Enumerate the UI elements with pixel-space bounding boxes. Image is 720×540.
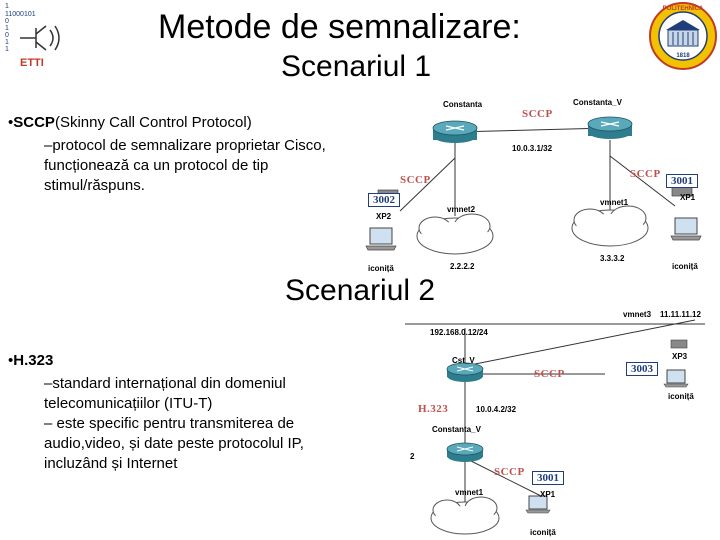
binary-row: 11000101 [5, 11, 36, 18]
softphone-bottom-label: iconiță [530, 528, 556, 537]
scenario-1-description: –protocol de semnalizare proprietar Cisc… [44, 136, 364, 196]
top-ip-label: 192.168.0.12/24 [430, 328, 488, 337]
description-line: funcționează ca un protocol de tip [44, 157, 269, 174]
sccp-term-expansion: (Skinny Call Control Protocol) [54, 114, 252, 131]
h323-term: H.323 [13, 352, 54, 369]
binary-digit: 0 [5, 18, 9, 25]
sccp-label-left: SCCP [400, 174, 431, 186]
side-mark: 2 [410, 452, 415, 461]
sccp-label-right-2: SCCP [534, 368, 565, 380]
scenario-1-diagram [365, 116, 702, 255]
router-left-label: Constanta [443, 100, 483, 109]
binary-digit: 1 [5, 46, 9, 53]
scenario-2-description: –standard internațional din domeniul tel… [44, 374, 364, 474]
ip-phone-icon [670, 339, 688, 349]
politehnica-logo: POLITEHNICA 1818 [648, 0, 718, 72]
router-link [454, 127, 609, 133]
link-ip-label: 10.0.3.1/32 [512, 144, 553, 153]
bullet-dot: • [8, 114, 14, 131]
net-left-label: 2.2.2.2 [450, 262, 475, 271]
description-line: telecomunicațiilor (ITU-T) [44, 395, 213, 412]
description-line: incluzând și Internet [44, 455, 178, 472]
cloud-icon [430, 496, 500, 535]
phone-number-left: 3002 [368, 193, 400, 207]
softphone-left-label: iconiță [368, 264, 394, 273]
link-bottom-right [464, 457, 546, 499]
description-line: –standard internațional din domeniul [44, 375, 286, 392]
scenario-2-diagram [405, 319, 705, 535]
phone-bottom-name: XP1 [540, 490, 556, 499]
phone-name-left: XP2 [376, 212, 392, 221]
router-icon [446, 442, 484, 462]
sccp-label-bottom: SCCP [494, 466, 525, 478]
softphone-top-label: iconiță [668, 392, 694, 401]
laptop-icon [525, 495, 551, 514]
sccp-label-right: SCCP [630, 168, 661, 180]
cloud-icon [571, 205, 649, 247]
router-bottom-label: Constanta_V [432, 425, 481, 434]
politehnica-seal: POLITEHNICA 1818 [649, 2, 717, 70]
vmnet-left-label: vmnet2 [447, 205, 476, 214]
etti-logo-graphic: 1 11000101 0 1 0 1 1 ETTI [5, 3, 60, 69]
laptop-icon [663, 369, 689, 388]
router-icon [432, 120, 478, 143]
description-line: – este specific pentru transmiterea de [44, 415, 295, 432]
seal-text: POLITEHNICA [663, 6, 704, 12]
sccp-term: SCCP [13, 114, 55, 131]
vmnet-top-label: vmnet3 [623, 310, 652, 319]
description-line: audio,video, și date peste protocolul IP… [44, 435, 304, 452]
binary-digit: 0 [5, 32, 9, 39]
etti-logo-text: ETTI [20, 57, 44, 69]
phone-number-right: 3001 [666, 174, 698, 188]
description-line: –protocol de semnalizare proprietar Cisc… [44, 137, 326, 154]
phone-number-top: 3003 [626, 362, 658, 376]
router-top-label: Cst_V [452, 356, 475, 365]
phone-name-right: XP1 [680, 193, 696, 202]
router-icon [446, 362, 484, 382]
scenario-2-bullet: •H.323 [8, 352, 53, 369]
h323-label: H.323 [418, 403, 449, 415]
scenario-1-bullet: •SCCP(Skinny Call Control Protocol) [8, 114, 252, 131]
router-right-label: Constanta_V [573, 98, 622, 107]
description-line: stimul/răspuns. [44, 177, 145, 194]
vmnet-right-label: vmnet1 [600, 198, 629, 207]
binary-digit: 1 [5, 39, 9, 46]
router-icon [587, 116, 633, 139]
vmnet-bottom-label: vmnet1 [455, 488, 484, 497]
laptop-icon [365, 227, 397, 251]
etti-logo: 1 11000101 0 1 0 1 1 ETTI [2, 0, 72, 70]
scenario-2-heading: Scenariul 2 [285, 274, 436, 307]
phone-number-bottom: 3001 [532, 471, 564, 485]
scenario-1-heading: Scenariul 1 [281, 50, 432, 83]
binary-digit: 1 [5, 25, 9, 32]
link-phone-left [399, 157, 456, 212]
softphone-right-label: iconiță [672, 262, 698, 271]
seal-year: 1818 [676, 53, 690, 59]
vmnet-top-ip-label: 11.11.11.12 [660, 310, 701, 319]
phone-top-name: XP3 [672, 352, 688, 361]
link-ip-label-2: 10.0.4.2/32 [476, 405, 517, 414]
net-right-label: 3.3.3.2 [600, 254, 625, 263]
bullet-dot: • [8, 352, 14, 369]
cloud-icon [416, 213, 494, 255]
link-phone-right [609, 155, 676, 207]
laptop-icon [670, 217, 702, 241]
binary-digit: 1 [5, 3, 9, 10]
link-diag [464, 319, 696, 367]
sccp-label-top: SCCP [522, 108, 553, 120]
page-title: Metode de semnalizare: [158, 8, 521, 46]
